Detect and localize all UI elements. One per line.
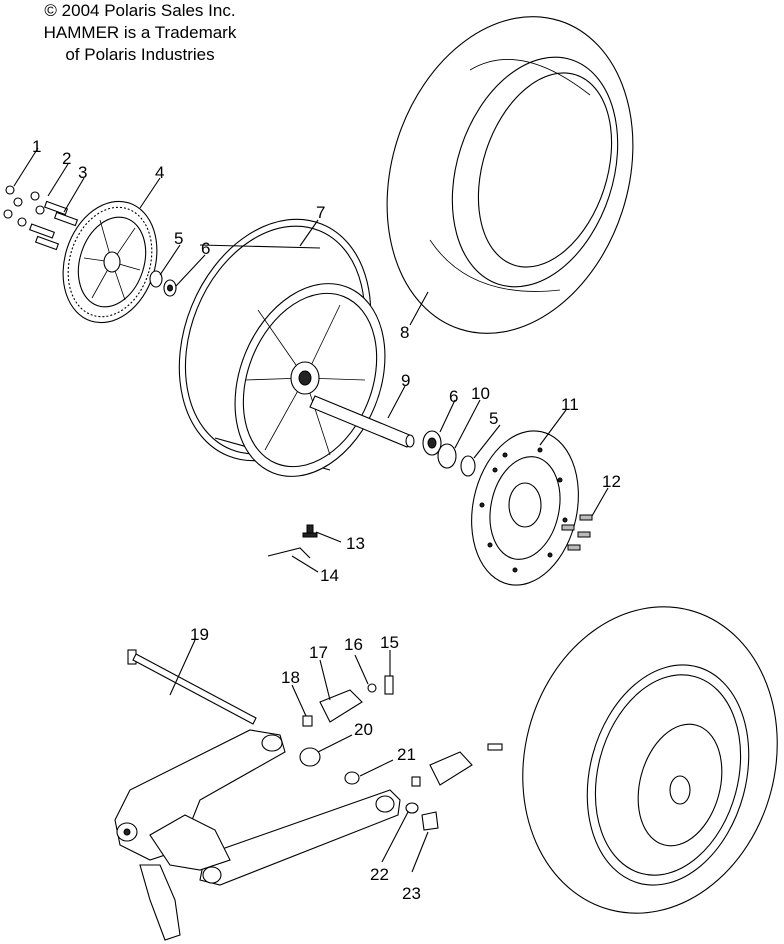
copyright-notice: © 2004 Polaris Sales Inc. HAMMER is a Tr… [20, 0, 260, 66]
callout-9: 9 [401, 371, 410, 390]
callout-23: 23 [402, 884, 421, 903]
seal-5-lower [460, 455, 476, 477]
callout-3: 3 [78, 163, 87, 182]
bearing-6-upper-hole [167, 284, 173, 292]
callout-15: 15 [380, 633, 399, 652]
assembled-wheel-drawing [522, 606, 778, 914]
callout-22: 22 [370, 865, 389, 884]
callout-14: 14 [320, 566, 339, 585]
axle-drawing [309, 395, 415, 448]
callout-10: 10 [471, 384, 490, 403]
bolt-cluster-drawing [3, 185, 79, 251]
copyright-line-2: HAMMER is a Trademark [43, 23, 237, 42]
sprocket-drawing [62, 200, 158, 324]
tire-drawing [386, 16, 634, 334]
disc-bolts-drawing [561, 514, 593, 551]
callout-13: 13 [346, 534, 365, 553]
bearing-6-lower-hole [427, 437, 437, 449]
callout-5: 5 [174, 229, 183, 248]
callout-20: 20 [354, 720, 373, 739]
circlip-10 [437, 443, 457, 469]
copyright-line-3: of Polaris Industries [65, 45, 215, 64]
pivot-bolt-drawing [127, 649, 257, 725]
callout-4: 4 [155, 163, 164, 182]
callout-18: 18 [281, 668, 300, 687]
callout-6: 6 [201, 239, 210, 258]
seal-5-upper [149, 270, 163, 288]
callout-16: 16 [344, 635, 363, 654]
clip-14-drawing [267, 547, 311, 559]
callout-5b: 5 [489, 409, 498, 428]
callout-11: 11 [561, 395, 579, 414]
valve-stem-drawing [302, 524, 318, 538]
leader-lines [13, 147, 609, 873]
callout-8: 8 [400, 323, 409, 342]
callout-12: 12 [602, 472, 621, 491]
callout-19: 19 [190, 625, 209, 644]
brake-disc-drawing [471, 430, 579, 586]
callout-6b: 6 [449, 387, 458, 406]
swingarm-drawing [114, 729, 401, 941]
callout-1: 1 [32, 137, 41, 156]
copyright-line-1: © 2004 Polaris Sales Inc. [44, 1, 236, 20]
callout-17: 17 [309, 643, 328, 662]
rim-drawing [178, 218, 386, 477]
callout-2: 2 [62, 149, 71, 168]
callout-7: 7 [316, 203, 325, 222]
adjuster-parts-drawing [299, 675, 503, 831]
callout-21: 21 [397, 745, 416, 764]
